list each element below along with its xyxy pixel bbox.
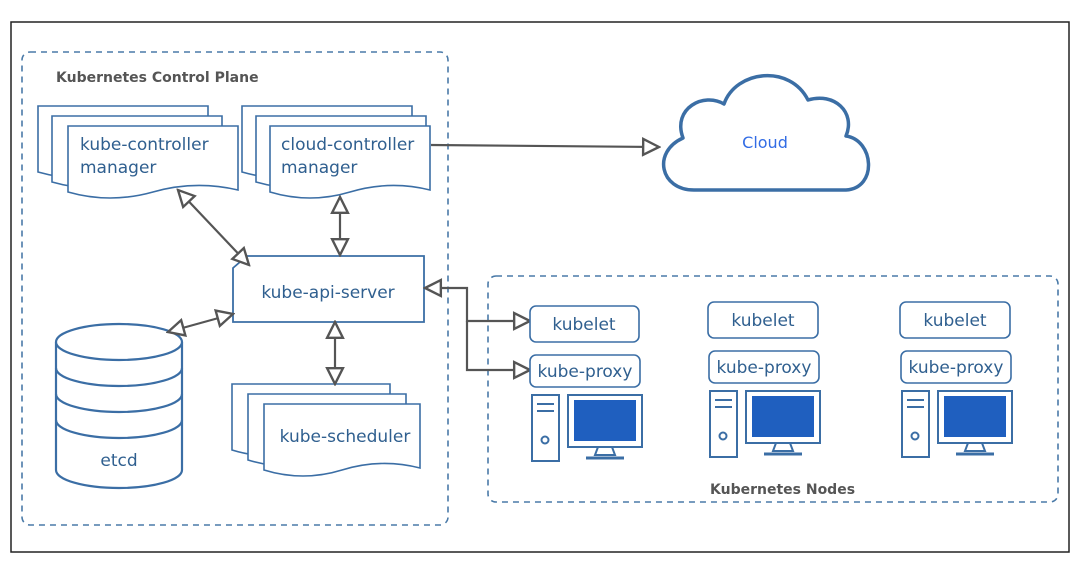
node-2: kubelet kube-proxy [707,301,821,458]
kubelet-label: kubelet [923,311,987,331]
kube-proxy-label: kube-proxy [538,362,633,382]
kcm-label-line1: kube-controller [80,135,209,155]
outer-frame [10,21,1070,553]
kube-proxy-box [708,350,820,384]
arrow-kcm-api [178,190,249,265]
kube-proxy-label: kube-proxy [909,358,1004,378]
etcd-database [54,322,184,490]
scheduler-label: kube-scheduler [280,427,411,447]
etcd-label: etcd [100,451,137,471]
kubelet-label: kubelet [731,311,795,331]
computer-icon [531,394,643,462]
cloud-label: Cloud [742,133,788,152]
node-3: kubelet kube-proxy [899,301,1013,458]
nodes-label: Kubernetes Nodes [710,482,855,498]
arrow-api-kubelet [425,288,530,321]
cloud-shape [661,74,871,192]
kube-proxy-label: kube-proxy [717,358,812,378]
kcm-label-line2: manager [80,158,156,178]
kubelet-label: kubelet [552,315,616,335]
kube-proxy-box [900,350,1012,384]
computer-icon [901,390,1013,458]
ccm-label-line2: manager [281,158,357,178]
kube-scheduler [231,383,421,477]
arrow-api-proxy [465,321,530,370]
cloud-controller-manager [241,105,431,199]
nodes-box [487,275,1059,503]
kubelet-box [529,305,640,343]
control-plane-label: Kubernetes Control Plane [56,70,259,86]
api-server-label: kube-api-server [261,283,394,303]
computer-icon [709,390,821,458]
kubelet-box [707,301,819,339]
kube-proxy-box [529,354,641,388]
kubelet-box [899,301,1011,339]
arrow-etcd-api [168,314,233,332]
arrow-ccm-cloud [430,145,659,147]
kube-controller-manager [37,105,239,199]
ccm-label-line1: cloud-controller [281,135,414,155]
node-1: kubelet kube-proxy [529,305,643,462]
